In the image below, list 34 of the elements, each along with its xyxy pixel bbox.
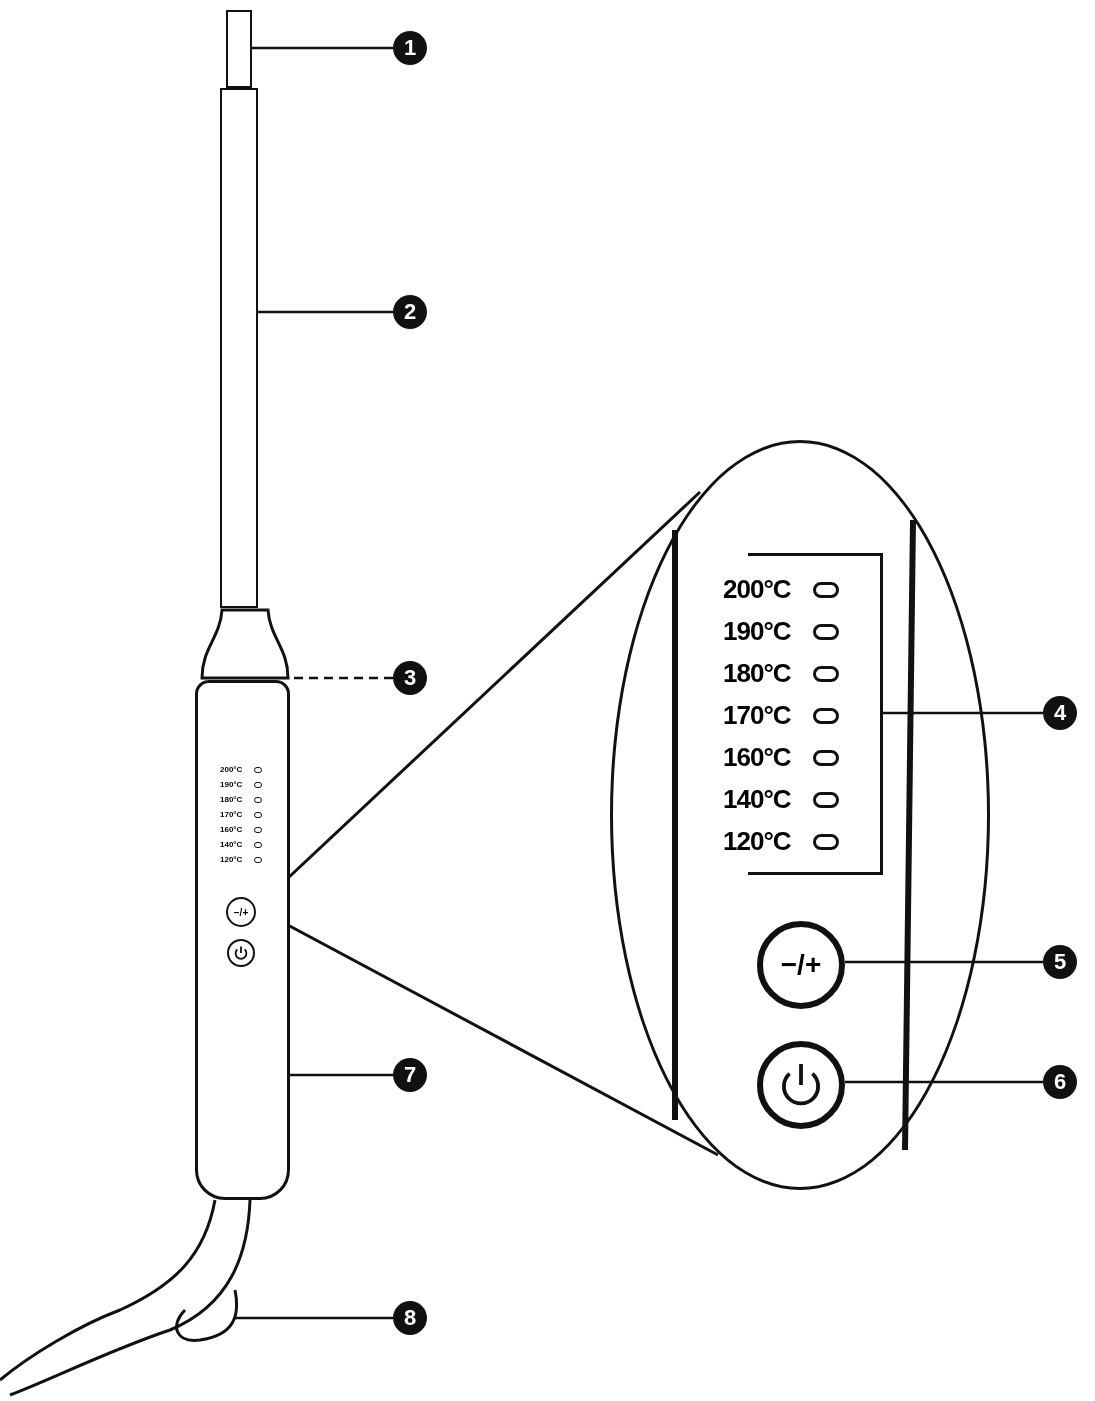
temperature-label: 170°C	[220, 810, 243, 819]
callout-number: 7	[393, 1058, 427, 1092]
power-button	[227, 939, 255, 967]
temperature-label: 120°C	[220, 855, 243, 864]
temperature-label: 140°C	[220, 840, 243, 849]
leader-line	[883, 711, 1043, 715]
temperature-label: 180°C	[220, 795, 243, 804]
leader-line	[252, 46, 393, 50]
callout-number: 3	[393, 661, 427, 695]
temperature-label: 180°C	[723, 658, 791, 689]
callout-number: 8	[393, 1301, 427, 1335]
temperature-label: 200°C	[220, 765, 243, 774]
callout-number: 4	[1043, 696, 1077, 730]
temperature-label: 200°C	[723, 574, 791, 605]
temperature-label: 190°C	[220, 780, 243, 789]
temperature-label: 170°C	[723, 700, 791, 731]
temperature-label: 160°C	[723, 742, 791, 773]
leader-line	[258, 310, 393, 314]
temperature-label: 140°C	[723, 784, 791, 815]
callout-number: 5	[1043, 945, 1077, 979]
tip	[226, 10, 252, 88]
leader-line	[290, 1073, 393, 1077]
callout-number: 2	[393, 295, 427, 329]
temperature-label: 160°C	[220, 825, 243, 834]
button: −/+	[226, 897, 256, 927]
leader-line	[845, 960, 1043, 964]
leader-line	[235, 1316, 393, 1320]
temperature-label: 190°C	[723, 616, 791, 647]
callout-number: 6	[1043, 1065, 1077, 1099]
leader-line	[845, 1080, 1043, 1084]
collar	[200, 608, 290, 680]
callout-number: 1	[393, 31, 427, 65]
temperature-label: 120°C	[723, 826, 791, 857]
button: −/+	[757, 921, 845, 1009]
